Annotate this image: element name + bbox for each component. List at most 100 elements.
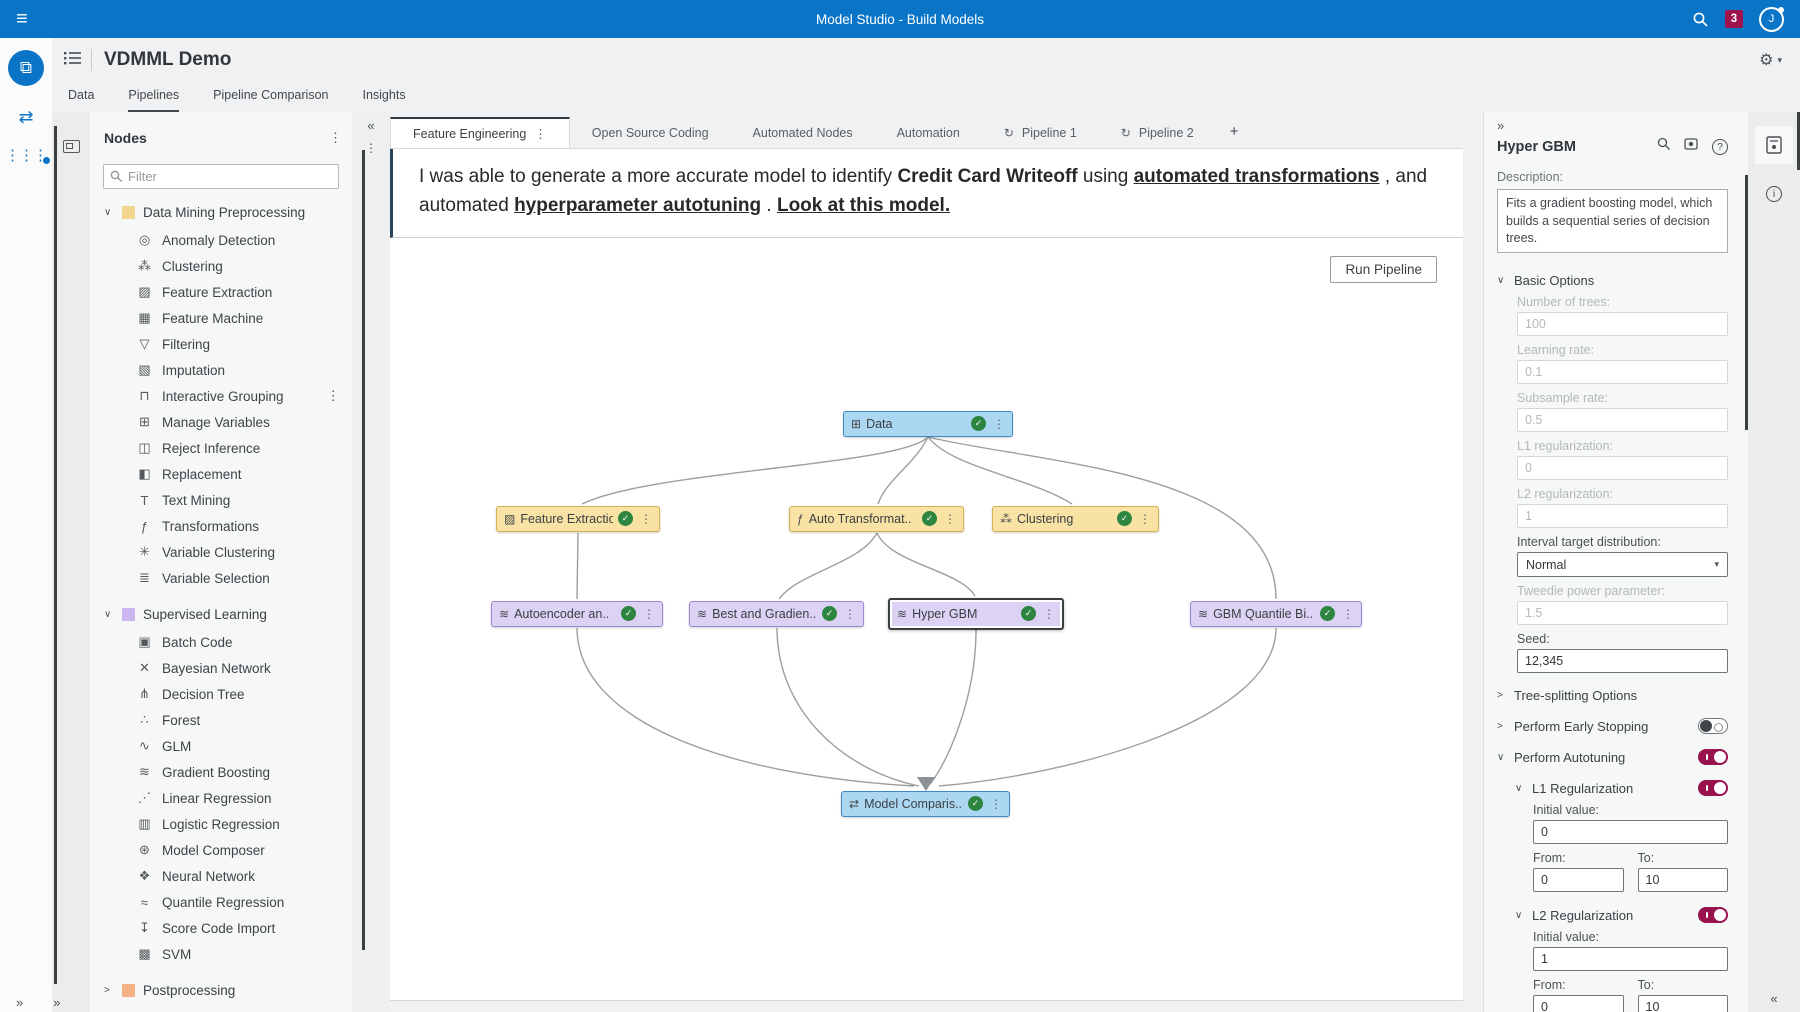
tree-item[interactable]: ▧ Imputation	[90, 357, 352, 383]
window-scrollbar[interactable]	[1797, 112, 1800, 170]
pipeline-tab[interactable]: ↻ Pipeline 1	[982, 117, 1099, 148]
message-segment[interactable]: automated transformations	[1133, 166, 1380, 187]
l2-from-input[interactable]	[1533, 995, 1624, 1012]
l2-toggle[interactable]	[1698, 907, 1728, 923]
pipeline-tab[interactable]: Automation	[875, 117, 982, 148]
tree-item[interactable]: ❖ Neural Network	[90, 863, 352, 889]
node-data[interactable]: ⊞ Data ✓ ⋮	[843, 410, 1013, 437]
node-menu-icon[interactable]: ⋮	[1043, 606, 1055, 621]
tree-item[interactable]: ▣ Batch Code	[90, 629, 352, 655]
section-basic-options[interactable]: ∨ Basic Options	[1497, 273, 1728, 288]
build-models-app-icon[interactable]: ⧉	[8, 50, 44, 86]
interval-target-select[interactable]: Normal ▾	[1517, 552, 1728, 577]
node-menu-icon[interactable]: ⋮	[993, 416, 1005, 431]
l2-initial-input[interactable]	[1533, 947, 1728, 971]
l1-toggle[interactable]	[1698, 780, 1728, 796]
tree-item[interactable]: ⊓ Interactive Grouping ⋮	[90, 383, 352, 409]
tree-item[interactable]: ✳ Variable Clustering	[90, 539, 352, 565]
tree-item[interactable]: ∴ Forest	[90, 707, 352, 733]
node-menu-icon[interactable]: ⋮	[640, 511, 652, 526]
node-auto-transformation[interactable]: ƒ Auto Transformat.. ✓ ⋮	[789, 505, 964, 532]
tree-item[interactable]: ≋ Gradient Boosting	[90, 759, 352, 785]
section-tree-splitting[interactable]: > Tree-splitting Options	[1497, 688, 1728, 703]
nodes-filter-input[interactable]	[103, 164, 339, 189]
collapse-rail-icon[interactable]: »	[16, 995, 24, 1010]
autotuning-toggle[interactable]	[1698, 749, 1728, 765]
project-tab[interactable]: Data	[68, 88, 95, 102]
tree-group-postprocessing[interactable]: > Postprocessing	[90, 975, 352, 1005]
description-textarea[interactable]: Fits a gradient boosting model, which bu…	[1497, 189, 1728, 253]
l1-from-input[interactable]	[1533, 868, 1624, 892]
node-menu-icon[interactable]: ⋮	[944, 511, 956, 526]
tree-item[interactable]: ∿ GLM	[90, 733, 352, 759]
tree-scrollbar[interactable]	[362, 150, 365, 950]
node-menu-icon[interactable]: ⋮	[990, 796, 1002, 811]
user-avatar[interactable]: J	[1759, 6, 1784, 32]
tree-item[interactable]: ⊞ Manage Variables	[90, 409, 352, 435]
settings-rail-icon[interactable]: ⋮⋮⋮	[5, 147, 51, 165]
l1-to-input[interactable]	[1637, 868, 1728, 892]
field-input[interactable]	[1517, 312, 1728, 336]
tree-item[interactable]: ◎ Anomaly Detection	[90, 227, 352, 253]
project-tab[interactable]: Pipeline Comparison	[213, 88, 329, 102]
section-early-stopping[interactable]: > Perform Early Stopping	[1497, 718, 1728, 734]
properties-tab-icon[interactable]	[1755, 126, 1793, 164]
pipeline-tab[interactable]: Open Source Coding	[570, 117, 731, 148]
tree-item[interactable]: ▦ Feature Machine	[90, 305, 352, 331]
add-pipeline-button[interactable]: +	[1229, 123, 1239, 140]
properties-scrollbar[interactable]	[1745, 175, 1748, 430]
node-menu-icon[interactable]: ⋮	[1342, 606, 1354, 621]
hamburger-menu-icon[interactable]: ≡	[16, 8, 28, 30]
collapse-subrail-icon[interactable]: »	[53, 995, 61, 1010]
collapse-right-bottom-icon[interactable]: «	[1770, 991, 1778, 1006]
l1-initial-input[interactable]	[1533, 820, 1728, 844]
snapshot-icon[interactable]	[1684, 137, 1699, 156]
notification-badge[interactable]: 3	[1725, 10, 1743, 28]
tree-item[interactable]: ◧ Replacement	[90, 461, 352, 487]
tree-group-supervised[interactable]: ∨ Supervised Learning	[90, 599, 352, 629]
project-tab[interactable]: Insights	[362, 88, 406, 102]
tree-item[interactable]: ▽ Filtering	[90, 331, 352, 357]
section-l1-regularization[interactable]: ∨ L1 Regularization	[1515, 780, 1728, 796]
pipelines-rail-icon[interactable]: ⇄	[18, 107, 34, 127]
search-options-icon[interactable]	[1657, 137, 1671, 156]
collapse-right-icon[interactable]: »	[1497, 118, 1505, 133]
node-model-comparison[interactable]: ⇄ Model Comparis.. ✓ ⋮	[841, 790, 1010, 817]
tree-item[interactable]: ƒ Transformations	[90, 513, 352, 539]
nodes-panel-menu-icon[interactable]: ⋮	[329, 130, 342, 145]
item-menu-icon[interactable]: ⋮	[326, 388, 341, 403]
tree-item[interactable]: ⋰ Linear Regression	[90, 785, 352, 811]
tree-item[interactable]: ⋔ Decision Tree	[90, 681, 352, 707]
node-autoencoder[interactable]: ≋ Autoencoder an.. ✓ ⋮	[491, 600, 663, 627]
node-best-gradient[interactable]: ≋ Best and Gradien.. ✓ ⋮	[689, 600, 864, 627]
pipeline-tab[interactable]: Feature Engineering ⋮	[390, 117, 570, 148]
field-input[interactable]	[1517, 504, 1728, 528]
tree-group-preprocessing[interactable]: ∨ Data Mining Preprocessing	[90, 197, 352, 227]
field-input[interactable]	[1517, 601, 1728, 625]
project-tab[interactable]: Pipelines	[128, 88, 180, 112]
tree-item[interactable]: ≣ Variable Selection	[90, 565, 352, 591]
chevron-down-icon[interactable]: ▾	[1777, 54, 1782, 65]
pipeline-tab[interactable]: Automated Nodes	[731, 117, 875, 148]
node-menu-icon[interactable]: ⋮	[844, 606, 856, 621]
field-input[interactable]	[1517, 360, 1728, 384]
tree-item[interactable]: ▥ Logistic Regression	[90, 811, 352, 837]
node-menu-icon[interactable]: ⋮	[643, 606, 655, 621]
tree-item[interactable]: ▩ SVM	[90, 941, 352, 967]
tree-item[interactable]: ≈ Quantile Regression	[90, 889, 352, 915]
tree-item[interactable]: ⁂ Clustering	[90, 253, 352, 279]
tree-item[interactable]: T Text Mining	[90, 487, 352, 513]
message-segment[interactable]: Look at this model.	[776, 195, 951, 217]
node-menu-icon[interactable]: ⋮	[1139, 511, 1151, 526]
info-icon[interactable]: i	[1766, 186, 1782, 202]
run-pipeline-button[interactable]: Run Pipeline	[1330, 255, 1437, 283]
tree-item[interactable]: ↧ Score Code Import	[90, 915, 352, 941]
node-gbm-quantile[interactable]: ≋ GBM Quantile Bi.. ✓ ⋮	[1190, 600, 1362, 627]
help-icon[interactable]: ?	[1712, 138, 1728, 155]
seed-input[interactable]	[1517, 649, 1728, 673]
section-l2-regularization[interactable]: ∨ L2 Regularization	[1515, 907, 1728, 923]
section-autotuning[interactable]: ∨ Perform Autotuning	[1497, 749, 1728, 765]
tree-item[interactable]: ◫ Reject Inference	[90, 435, 352, 461]
panel-toggle-icon[interactable]	[62, 140, 80, 153]
tree-item[interactable]: ⊛ Model Composer	[90, 837, 352, 863]
